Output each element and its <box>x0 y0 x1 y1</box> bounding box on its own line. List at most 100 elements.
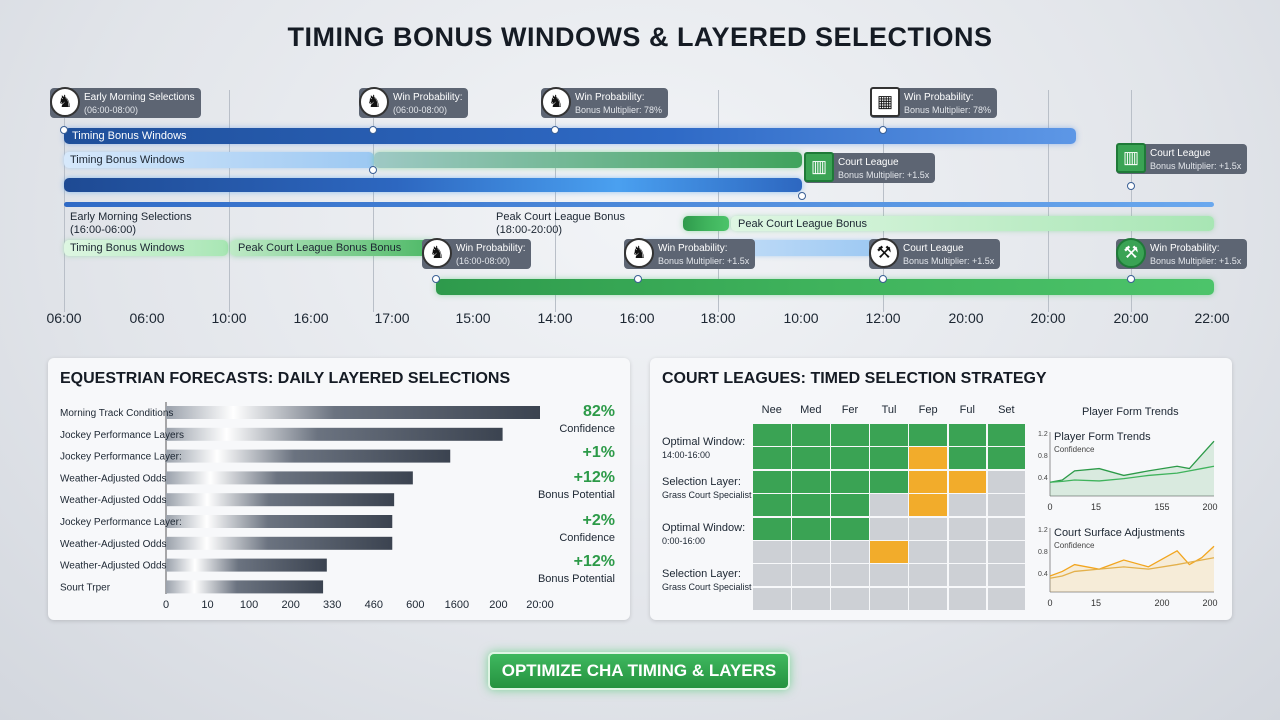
timeline-marker[interactable] <box>798 192 806 200</box>
heatmap-cell[interactable] <box>987 587 1026 610</box>
peak-bonus-bar[interactable] <box>64 240 228 256</box>
heatmap-cell[interactable] <box>831 447 869 470</box>
heatmap-cell[interactable] <box>870 494 908 517</box>
timeline-marker[interactable] <box>879 275 887 283</box>
heatmap-cell[interactable] <box>792 424 830 446</box>
peak-bonus-bar[interactable] <box>436 279 1214 295</box>
x-tick-label: 0 <box>1047 502 1052 512</box>
heatmap-cell[interactable] <box>987 470 1026 493</box>
timeline-marker[interactable] <box>879 126 887 134</box>
timeline-marker[interactable] <box>634 275 642 283</box>
metric-label: Confidence <box>559 532 615 544</box>
heatmap-cell[interactable] <box>831 517 869 540</box>
timeline-callout[interactable]: ⚒ Win Probability: Bonus Multiplier: +1.… <box>1116 238 1248 269</box>
timeline-callout[interactable]: ▥ Court League Bonus Multiplier: +1.5x <box>1116 143 1248 174</box>
heatmap-cell[interactable] <box>753 517 791 540</box>
heatmap-cell[interactable] <box>987 447 1026 470</box>
heatmap-cell[interactable] <box>987 541 1026 563</box>
heatmap-cell[interactable] <box>909 564 947 587</box>
heatmap-cell[interactable] <box>909 470 947 493</box>
peak-bonus-bar[interactable] <box>683 216 729 231</box>
timing-bonus-bar[interactable] <box>64 152 374 168</box>
timeline-callout[interactable]: ♞ Win Probability: Bonus Multiplier: 78% <box>541 87 669 118</box>
heatmap-cell[interactable] <box>792 564 830 587</box>
timing-bonus-bar[interactable] <box>64 202 1214 207</box>
heatmap-cell[interactable] <box>948 587 986 610</box>
heatmap-cell[interactable] <box>987 424 1026 446</box>
heatmap-cell[interactable] <box>753 447 791 470</box>
heatmap-cell[interactable] <box>987 564 1026 587</box>
timing-bonus-bar[interactable] <box>64 178 802 192</box>
timeline-callout[interactable]: ▦ Win Probability: Bonus Multiplier: 78% <box>870 87 998 118</box>
callout-detail: (06:00-08:00) <box>84 105 139 115</box>
timeline-gridline <box>555 90 556 312</box>
heatmap-cell[interactable] <box>948 447 986 470</box>
heatmap-cell[interactable] <box>948 494 986 517</box>
bar-label: Peak Court League Bonus Bonus <box>238 242 402 254</box>
heatmap-cell[interactable] <box>831 494 869 517</box>
timeline-marker[interactable] <box>1127 182 1135 190</box>
timeline-marker[interactable] <box>369 166 377 174</box>
heatmap-cell[interactable] <box>831 541 869 563</box>
y-tick-label: 0.8 <box>1038 549 1048 556</box>
heatmap-cell[interactable] <box>909 517 947 540</box>
heatmap-cell[interactable] <box>792 517 830 540</box>
heatmap-cell[interactable] <box>792 447 830 470</box>
heatmap-cell[interactable] <box>870 541 908 563</box>
timeline-marker[interactable] <box>1127 275 1135 283</box>
timeline-gridline <box>883 90 884 312</box>
optimize-button[interactable]: OPTIMIZE CHA TIMING & LAYERS <box>488 652 790 690</box>
heatmap-cell[interactable] <box>792 541 830 563</box>
peak-bonus-bar[interactable] <box>230 240 436 256</box>
heatmap-cell[interactable] <box>831 424 869 446</box>
timeline-callout[interactable]: ♞ Win Probability: (16:00-08:00) <box>422 238 532 269</box>
heatmap-cell[interactable] <box>870 447 908 470</box>
heatmap-cell[interactable] <box>831 564 869 587</box>
heatmap-cell[interactable] <box>831 470 869 493</box>
timeline-marker[interactable] <box>432 275 440 283</box>
heatmap-cell[interactable] <box>987 517 1026 540</box>
category-label: Jockey Performance Layer: <box>60 517 182 528</box>
heatmap-cell[interactable] <box>909 447 947 470</box>
timeline-callout[interactable]: ♞ Win Probability: (06:00-08:00) <box>359 87 469 118</box>
timeline-marker[interactable] <box>551 126 559 134</box>
heatmap-cell[interactable] <box>792 494 830 517</box>
peak-bonus-bar[interactable] <box>731 216 1214 231</box>
heatmap-cell[interactable] <box>948 424 986 446</box>
heatmap-row-label: Selection Layer: Grass Court Specialist <box>662 476 752 502</box>
heatmap-cell[interactable] <box>948 564 986 587</box>
heatmap-cell[interactable] <box>753 494 791 517</box>
heatmap-cell[interactable] <box>831 587 869 610</box>
heatmap-cell[interactable] <box>948 470 986 493</box>
heatmap-cell[interactable] <box>909 494 947 517</box>
timeline-callout[interactable]: ♞ Early Morning Selections (06:00-08:00) <box>50 87 201 118</box>
time-tick: 14:00 <box>537 310 573 326</box>
heatmap-cell[interactable] <box>792 470 830 493</box>
heatmap-cell[interactable] <box>909 587 947 610</box>
timeline-marker[interactable] <box>60 126 68 134</box>
heatmap-cell[interactable] <box>987 494 1026 517</box>
heatmap-cell[interactable] <box>870 424 908 446</box>
heatmap-cell[interactable] <box>753 564 791 587</box>
timeline-callout[interactable]: ♞ Win Probability: Bonus Multiplier: +1.… <box>624 238 756 269</box>
heatmap-cell[interactable] <box>870 517 908 540</box>
heatmap-cell[interactable] <box>753 587 791 610</box>
heatmap-cell[interactable] <box>870 470 908 493</box>
heatmap-cell[interactable] <box>753 424 791 446</box>
heatmap-cell[interactable] <box>753 470 791 493</box>
heatmap-cell[interactable] <box>909 424 947 446</box>
timeline-marker[interactable] <box>369 126 377 134</box>
heatmap-cell[interactable] <box>753 541 791 563</box>
heatmap-cell[interactable] <box>792 587 830 610</box>
timing-bonus-bar[interactable] <box>374 152 802 168</box>
timeline-callout[interactable]: ▥ Court League Bonus Multiplier: +1.5x <box>804 152 936 183</box>
heatmap-cell[interactable] <box>909 541 947 563</box>
heatmap-cell[interactable] <box>870 587 908 610</box>
heatmap-cell[interactable] <box>870 564 908 587</box>
heatmap-cell[interactable] <box>948 517 986 540</box>
heatmap-cell[interactable] <box>948 541 986 563</box>
time-tick: 20:00 <box>948 310 984 326</box>
timing-bonus-bar[interactable] <box>64 128 1076 144</box>
timeline-callout[interactable]: ⚒ Court League Bonus Multiplier: +1.5x <box>869 238 1001 269</box>
heatmap-column-header: Med <box>800 404 822 416</box>
